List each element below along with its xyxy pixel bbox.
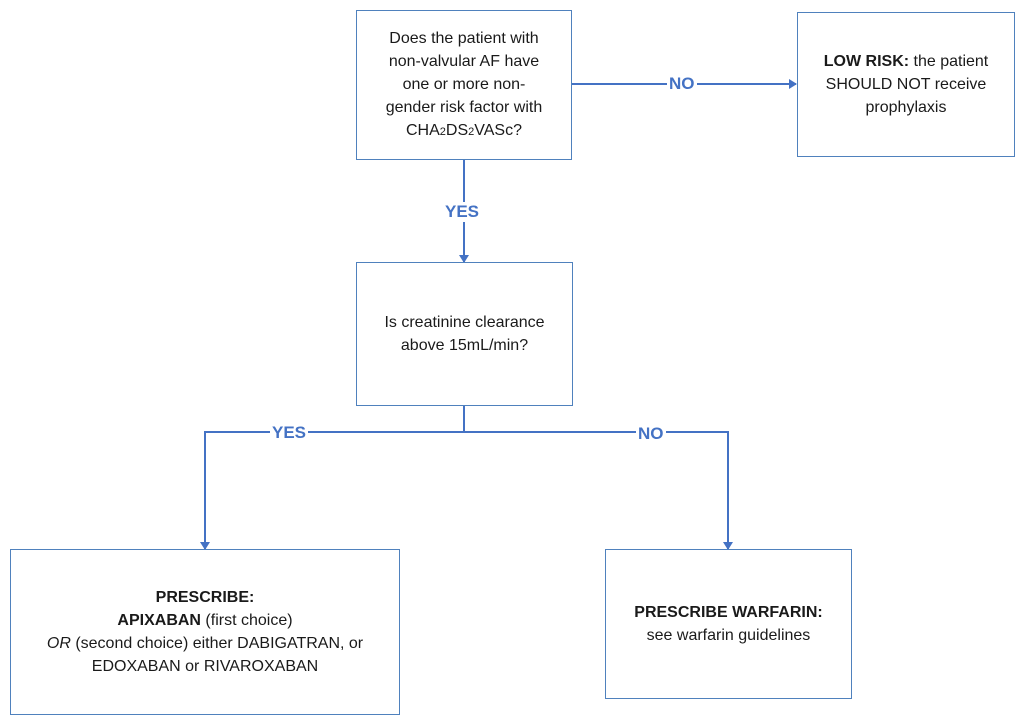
label-no-right: NO [636,424,666,444]
low-risk-box: LOW RISK: the patient SHOULD NOT receive… [797,12,1015,157]
question-text: Does the patient with non-valvular AF ha… [386,27,543,144]
prescribe-doac-text: PRESCRIBE: APIXABAN (first choice) OR (s… [46,589,364,675]
question-box-creatinine: Is creatinine clearance above 15mL/min? [356,262,573,406]
question-box-cha2ds2vasc: Does the patient with non-valvular AF ha… [356,10,572,160]
prescribe-warfarin-text: PRESCRIBE WARFARIN: see warfarin guideli… [634,604,823,644]
prescribe-warfarin-box: PRESCRIBE WARFARIN: see warfarin guideli… [605,549,852,699]
low-risk-text: LOW RISK: the patient SHOULD NOT receive… [823,53,989,116]
arrow-q2-to-doac [200,406,465,550]
label-yes-left: YES [270,423,309,443]
arrow-q2-to-warfarin [464,431,733,550]
label-yes-mid: YES [443,202,482,222]
creatinine-question-text: Is creatinine clearance above 15mL/min? [384,314,545,354]
score-name: CHA2DS2VASc? [405,121,522,139]
label-no-top: NO [667,74,697,94]
prescribe-doac-box: PRESCRIBE: APIXABAN (first choice) OR (s… [10,549,400,715]
